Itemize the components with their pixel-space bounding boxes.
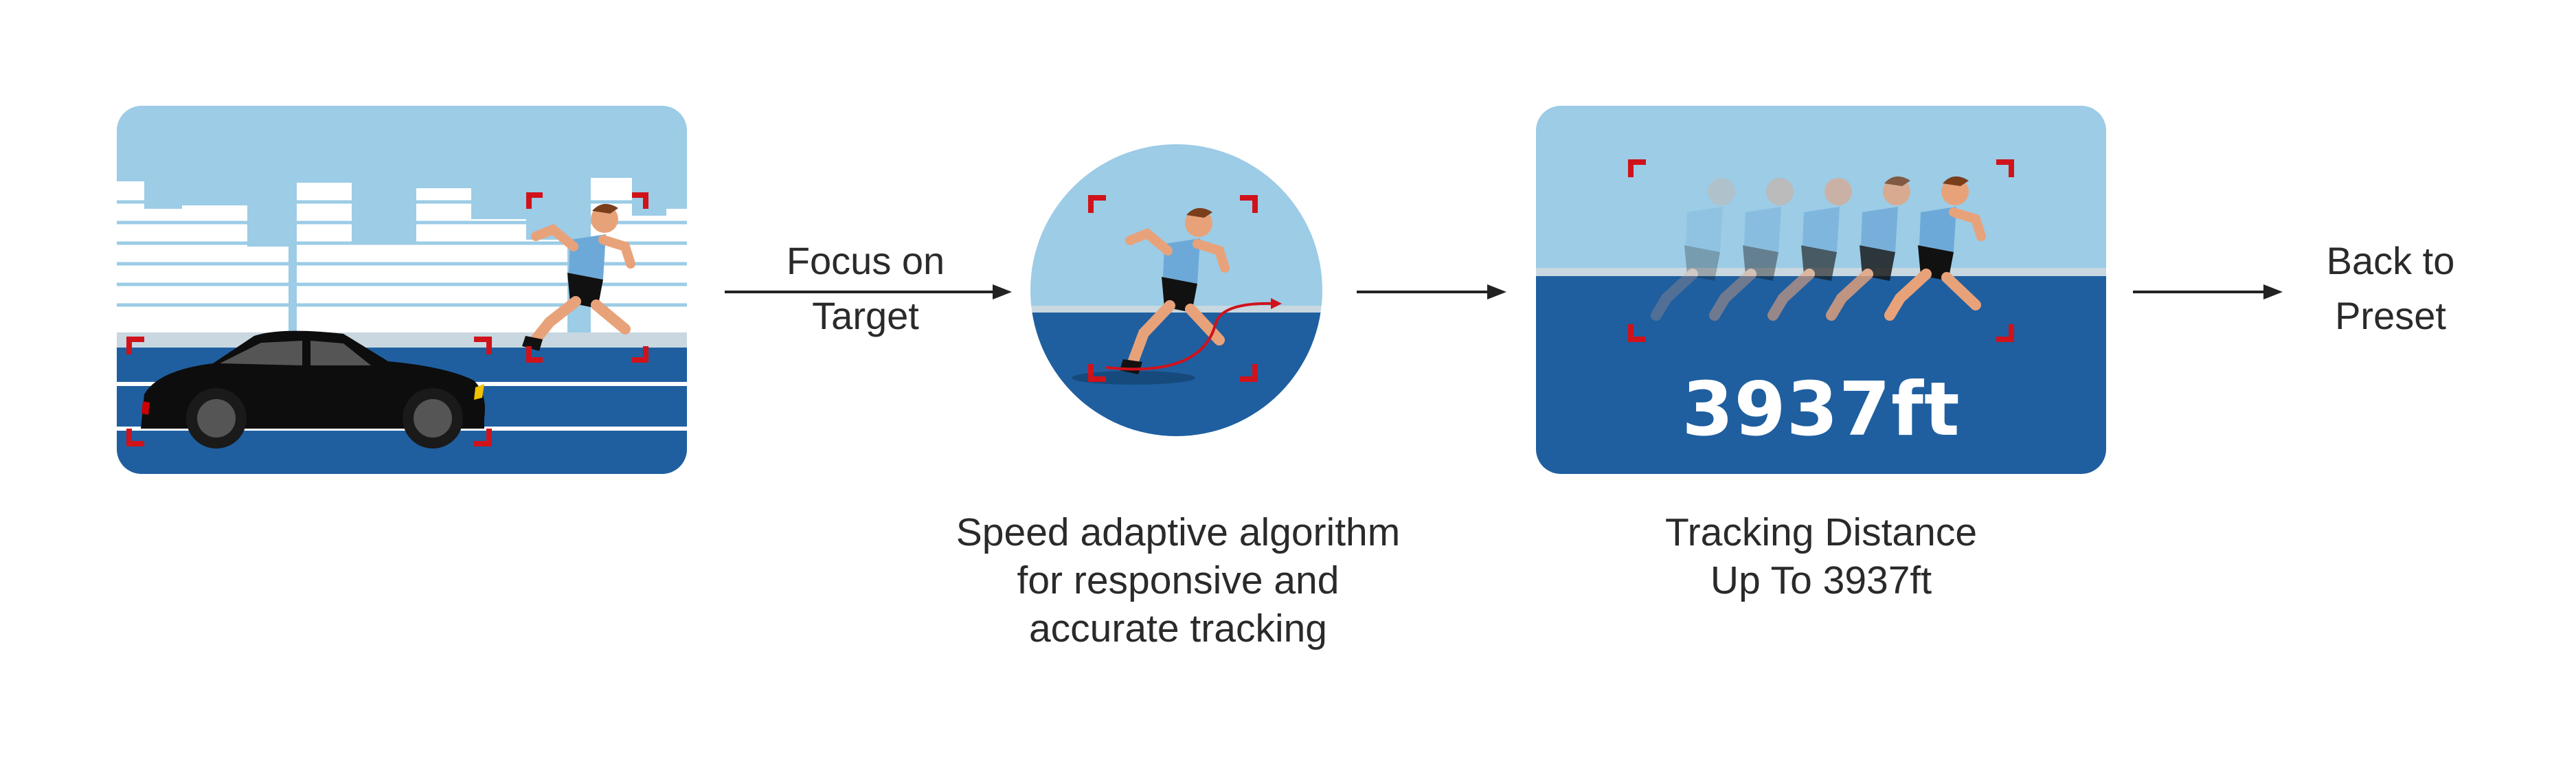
scene-panel-3: 3937ft (1536, 106, 2106, 474)
caption-line: Speed adaptive algorithm (956, 510, 1401, 554)
step-label-focus: Focus on Target (749, 234, 982, 343)
preset-label-line-1: Back to (2326, 239, 2455, 282)
caption-speed-adaptive: Speed adaptive algorithm for responsive … (852, 508, 1504, 653)
tracking-distance-value: 3937ft (1682, 367, 1961, 453)
focus-label-line-1: Focus on (786, 239, 945, 282)
speed-tracking-illustration (1030, 144, 1322, 436)
focus-bracket-icon (1628, 159, 2014, 342)
arrow-right-icon (2133, 284, 2283, 299)
arrow-right-icon (1357, 284, 1506, 299)
scene-panel-1 (117, 106, 687, 474)
runner-icon (522, 203, 635, 351)
caption-tracking-distance: Tracking Distance Up To 3937ft (1536, 508, 2106, 604)
focus-label-line-2: Target (812, 294, 919, 337)
tracking-distance-illustration (1536, 106, 2106, 474)
car-icon (141, 330, 485, 449)
caption-line: Up To 3937ft (1710, 558, 1932, 602)
preset-label-line-2: Preset (2335, 294, 2446, 337)
caption-line: Tracking Distance (1664, 510, 1978, 554)
arrow-right-icon (725, 284, 1012, 299)
focus-bracket-icon (1088, 195, 1258, 382)
runner-trail (1651, 176, 1986, 321)
city-scene-illustration (117, 106, 687, 474)
runner-icon (1120, 207, 1230, 374)
focus-bracket-icon (126, 337, 492, 446)
city-skyline (117, 178, 687, 332)
step-label-back-to-preset: Back to Preset (2287, 234, 2494, 343)
motion-path (1105, 302, 1275, 371)
caption-line: accurate tracking (1028, 607, 1328, 650)
runner-icon (1884, 176, 1986, 321)
focus-bracket-icon (526, 192, 648, 363)
caption-line: for responsive and (1017, 558, 1340, 602)
scene-panel-2 (1030, 144, 1322, 436)
